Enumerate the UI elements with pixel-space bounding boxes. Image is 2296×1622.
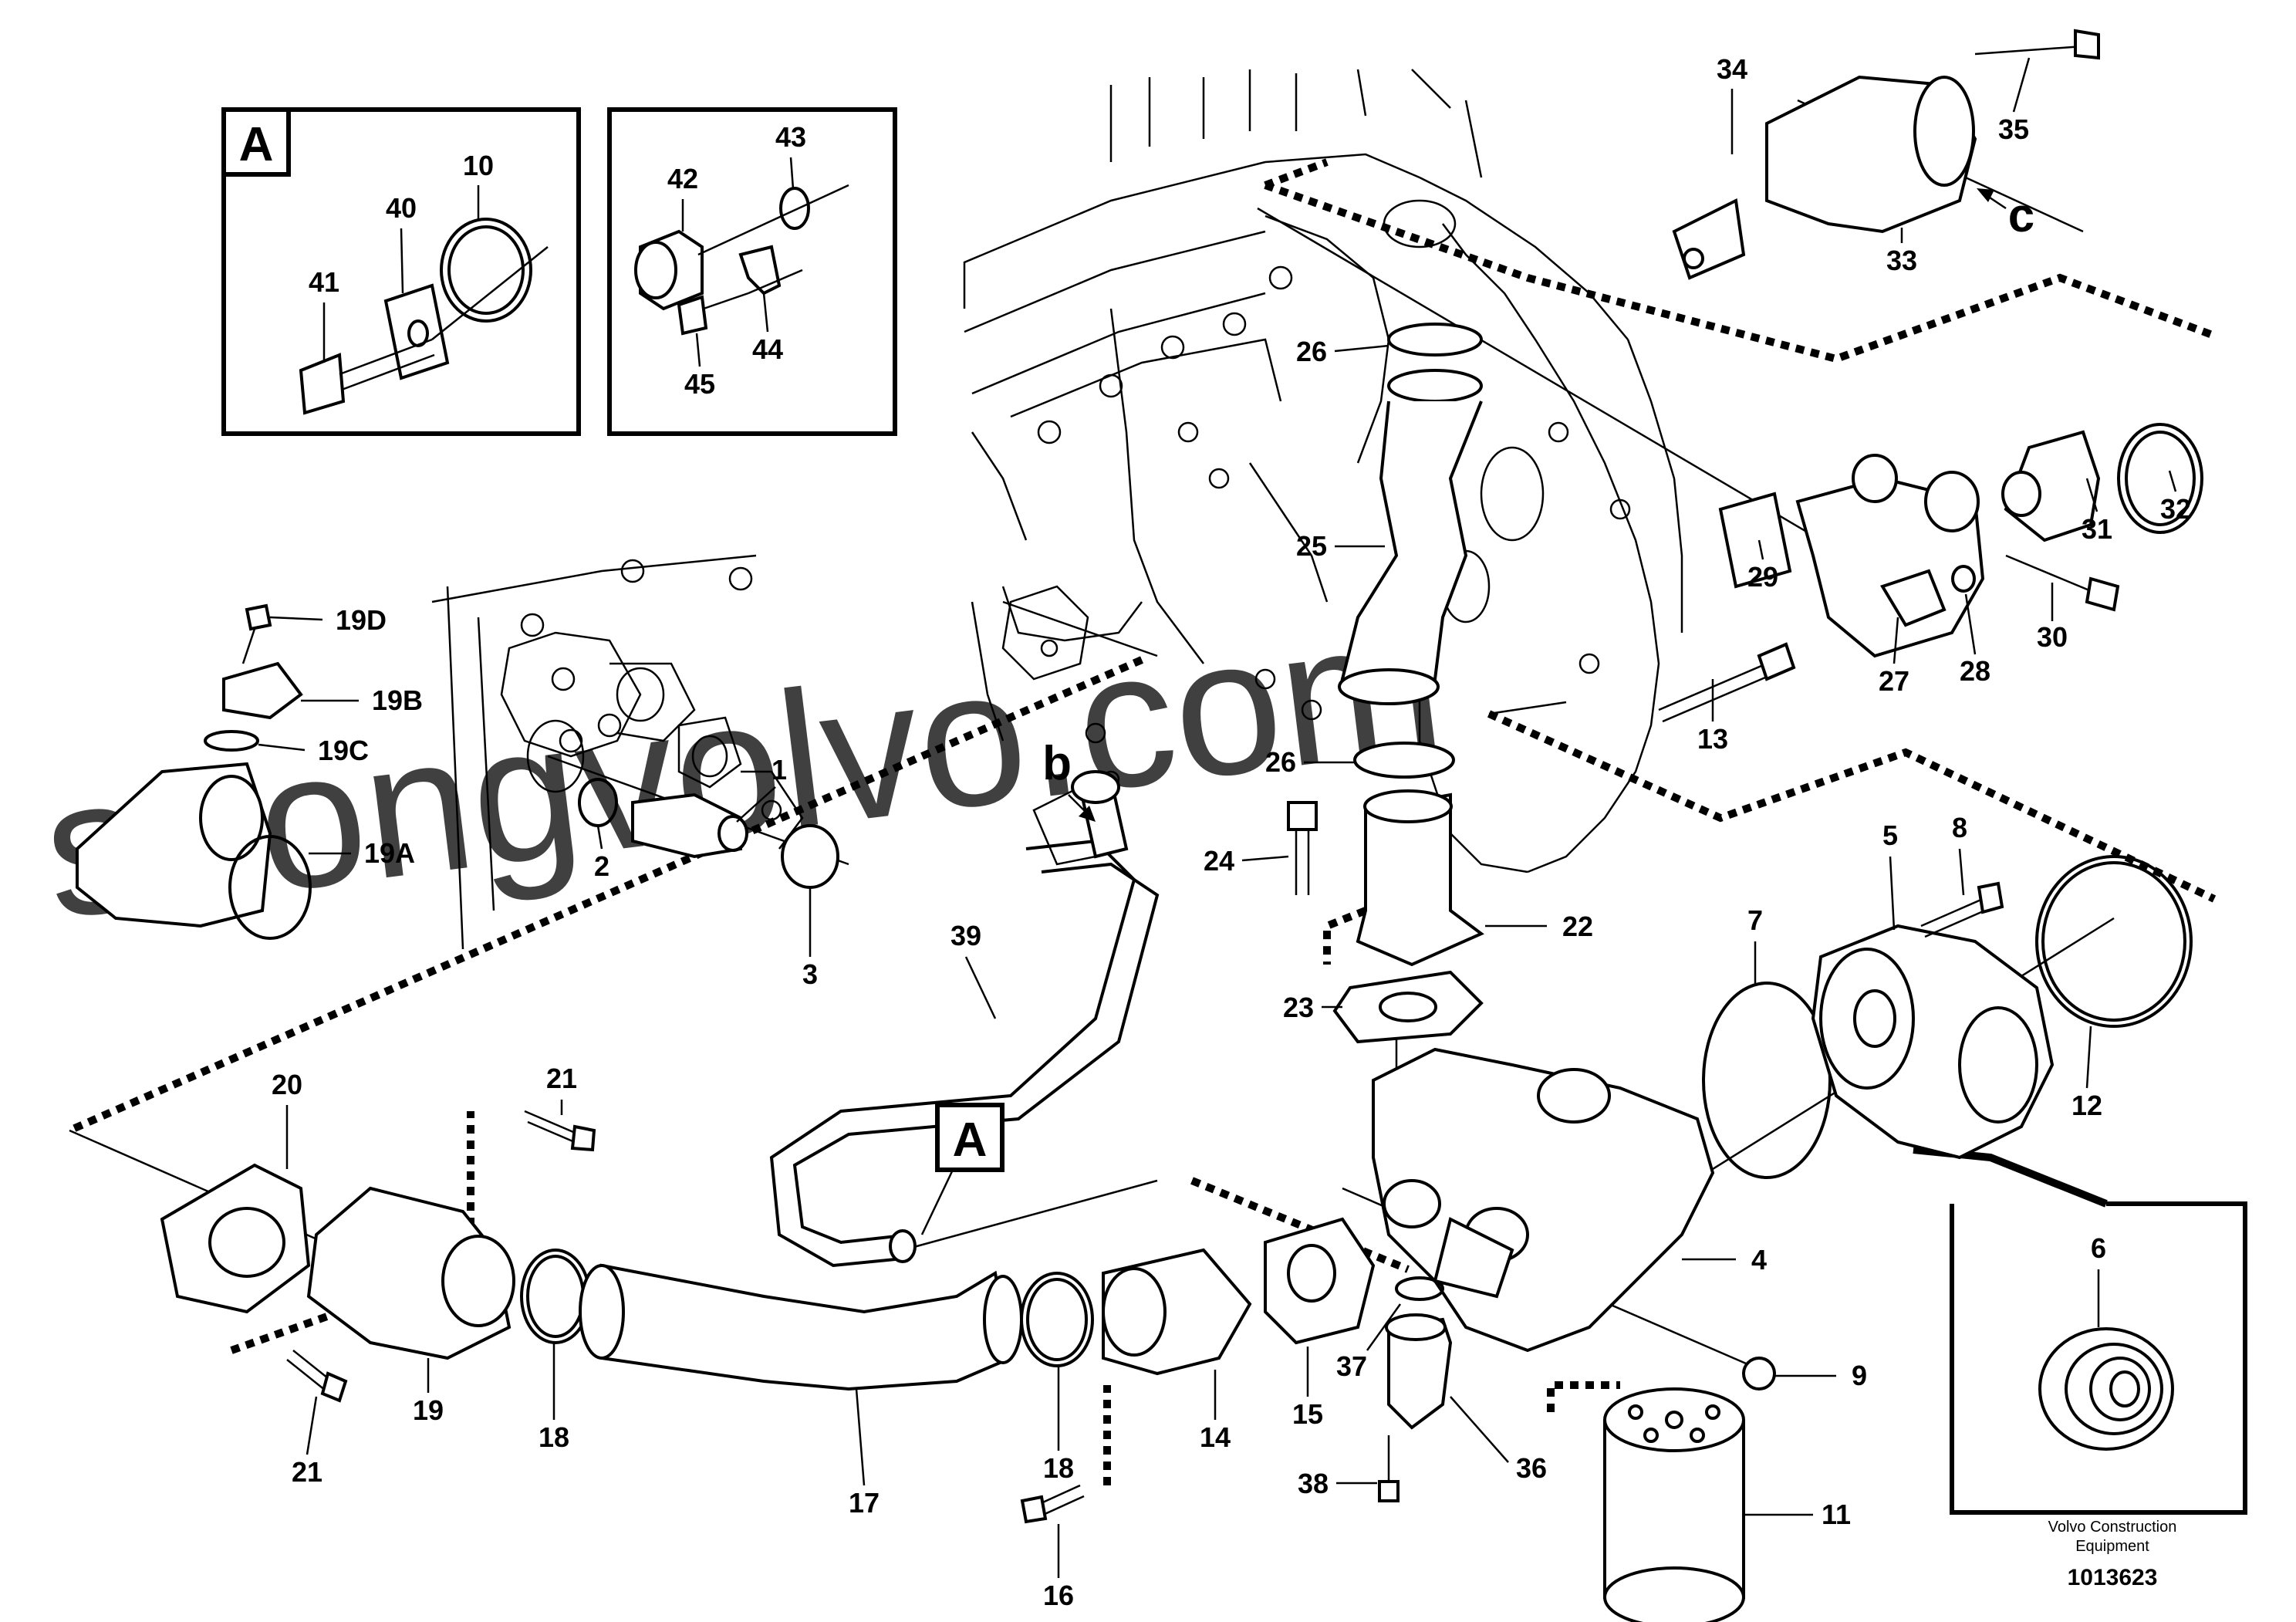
thermostat-housing-top (1672, 29, 2100, 280)
callout-marker-b: b (1042, 737, 1096, 822)
part-label-22: 22 (1562, 911, 1593, 942)
part-label-21b: 21 (292, 1456, 322, 1488)
part-label-26b: 26 (1265, 746, 1296, 778)
engine-side-outline (431, 554, 804, 950)
part-label-24: 24 (1204, 845, 1234, 877)
inset-frame-b (607, 107, 897, 436)
part-label-10: 10 (463, 150, 494, 181)
footer-block: Volvo Construction Equipment 1013623 (2048, 1519, 2177, 1590)
svg-text:b: b (1042, 737, 1072, 790)
part-label-2: 2 (594, 850, 609, 882)
part-label-37: 37 (1336, 1350, 1367, 1382)
part-label-8: 8 (1952, 812, 1967, 843)
part-label-16: 16 (1043, 1580, 1074, 1611)
part-label-36: 36 (1516, 1452, 1547, 1484)
part-label-25: 25 (1296, 530, 1327, 562)
part-label-7: 7 (1747, 904, 1763, 936)
footer-company-line2: Equipment (2075, 1538, 2149, 1555)
part-label-38: 38 (1298, 1468, 1329, 1499)
callout-marker-a: A (920, 1103, 1004, 1235)
coolant-pipe-25 (1287, 323, 1484, 1044)
part-label-17: 17 (849, 1487, 880, 1519)
inset-a-letter: A (239, 118, 274, 171)
part-label-42: 42 (667, 163, 698, 194)
part-label-14: 14 (1200, 1421, 1231, 1453)
part-label-34: 34 (1717, 53, 1747, 85)
engine-block-outline (963, 69, 1683, 874)
part-label-29: 29 (1747, 561, 1778, 593)
svg-text:c: c (2008, 189, 2034, 242)
footer-drawing-number: 1013623 (2068, 1565, 2158, 1590)
part-label-39: 39 (950, 920, 981, 951)
part-label-23: 23 (1283, 992, 1314, 1023)
part-label-19c: 19C (318, 735, 369, 766)
left-fittings (76, 603, 839, 940)
part-label-33: 33 (1886, 245, 1917, 276)
part-label-28: 28 (1960, 655, 1990, 687)
callout-marker-c: c (1977, 188, 2034, 242)
part-label-11: 11 (1822, 1499, 1851, 1530)
part-label-9: 9 (1852, 1360, 1867, 1391)
part-label-3: 3 (802, 958, 818, 990)
part-labels: 1 2 3 4 5 6 7 8 9 10 11 12 13 14 15 16 1… (258, 53, 2191, 1611)
footer-company-line1: Volvo Construction (2048, 1519, 2177, 1536)
part-label-5: 5 (1882, 819, 1898, 851)
part-label-13: 13 (1697, 723, 1728, 755)
part-label-20: 20 (272, 1069, 302, 1100)
part-label-19b: 19B (372, 684, 423, 716)
part-label-6: 6 (2091, 1232, 2106, 1264)
water-hose-39 (769, 770, 1160, 1268)
part-label-35: 35 (1998, 113, 2029, 145)
part-label-31: 31 (2082, 513, 2112, 545)
part-label-19: 19 (413, 1394, 444, 1426)
water-pump-assembly (1372, 855, 2193, 1622)
part-label-45: 45 (684, 368, 715, 400)
part-label-21a: 21 (546, 1063, 577, 1094)
part-label-26a: 26 (1296, 336, 1327, 367)
part-label-41: 41 (309, 266, 339, 298)
part-label-4: 4 (1751, 1244, 1767, 1276)
part-label-43: 43 (775, 121, 806, 153)
part-label-44: 44 (752, 333, 783, 365)
part-label-12: 12 (2071, 1090, 2102, 1121)
part-label-27: 27 (1879, 665, 1909, 697)
part-label-32: 32 (2160, 493, 2191, 525)
part-label-40: 40 (386, 192, 417, 224)
part-label-15: 15 (1292, 1398, 1323, 1430)
part-label-19d: 19D (336, 604, 387, 636)
inset-frame-a: A (221, 107, 581, 436)
part-label-18b: 18 (1043, 1452, 1074, 1484)
thermostat-assembly (1658, 423, 2203, 723)
part-label-19a: 19A (364, 837, 415, 869)
part-label-30: 30 (2037, 621, 2068, 653)
pipe-17-assembly (160, 1110, 1376, 1524)
part-label-1: 1 (772, 754, 787, 786)
part-label-18a: 18 (539, 1421, 569, 1453)
svg-text:A: A (953, 1113, 988, 1167)
